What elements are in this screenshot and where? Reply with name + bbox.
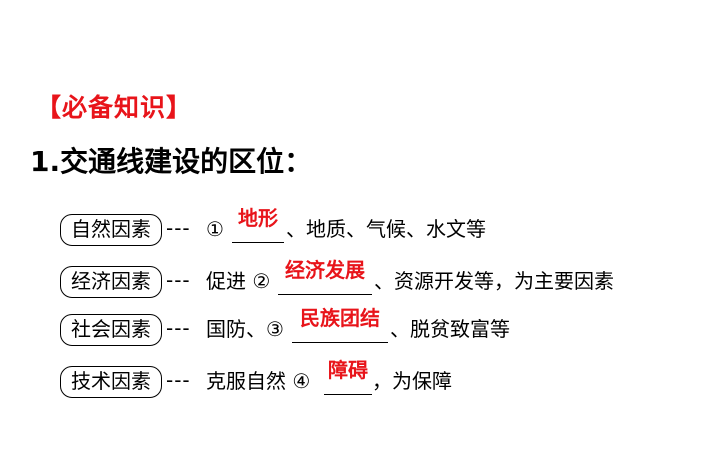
answer-text: 地形	[238, 206, 278, 230]
item-prefix: 克服自然 ④	[206, 369, 311, 393]
factor-box: 社会因素	[60, 314, 162, 346]
answer-blank	[232, 242, 284, 243]
factor-box: 自然因素	[60, 214, 162, 246]
answer-text: 障碍	[328, 358, 368, 382]
item-suffix: 、资源开发等，为主要因素	[374, 269, 614, 293]
factor-box: 经济因素	[60, 266, 162, 298]
subtitle: 1.交通线建设的区位：	[30, 145, 313, 178]
item-prefix: 国防、③	[206, 317, 284, 341]
connector-dashes: ---	[166, 368, 191, 392]
answer-blank	[292, 342, 388, 343]
item-suffix: 、脱贫致富等	[390, 317, 510, 341]
answer-text: 民族团结	[300, 306, 380, 330]
answer-text: 经济发展	[285, 258, 365, 282]
item-suffix: ，为保障	[372, 369, 452, 393]
answer-blank	[324, 394, 372, 395]
factor-box: 技术因素	[60, 366, 162, 398]
connector-dashes: ---	[166, 316, 191, 340]
item-suffix: 、地质、气候、水文等	[286, 217, 486, 241]
connector-dashes: ---	[166, 268, 191, 292]
answer-blank	[278, 294, 372, 295]
section-heading: 【必备知识】	[36, 93, 193, 122]
item-prefix: 促进 ②	[206, 269, 271, 293]
item-prefix: ①	[206, 217, 224, 241]
connector-dashes: ---	[166, 216, 191, 240]
